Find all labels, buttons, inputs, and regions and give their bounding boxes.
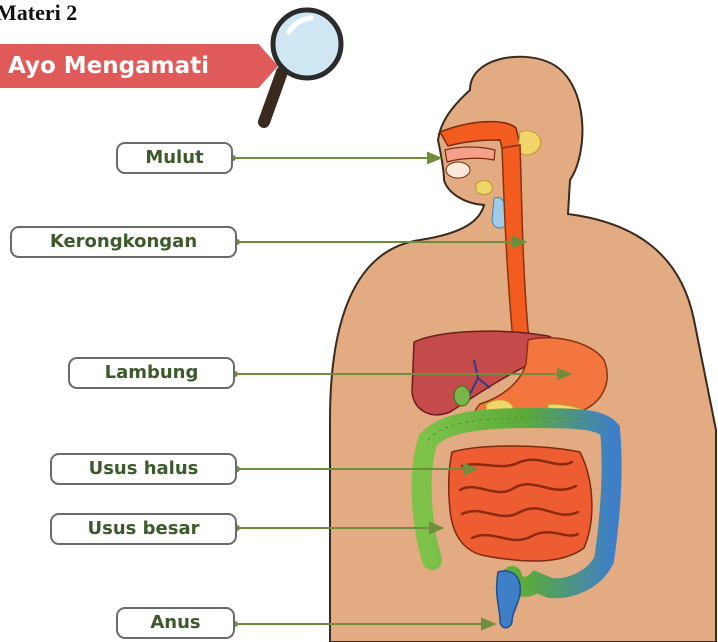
label-usus-halus: Usus halus (50, 453, 237, 485)
magnifying-glass-icon (264, 10, 341, 122)
label-usus-besar: Usus besar (50, 513, 237, 545)
label-lambung: Lambung (68, 357, 235, 389)
label-kerongkongan: Kerongkongan (10, 226, 237, 258)
label-anus: Anus (116, 607, 235, 639)
label-mulut: Mulut (116, 142, 233, 174)
